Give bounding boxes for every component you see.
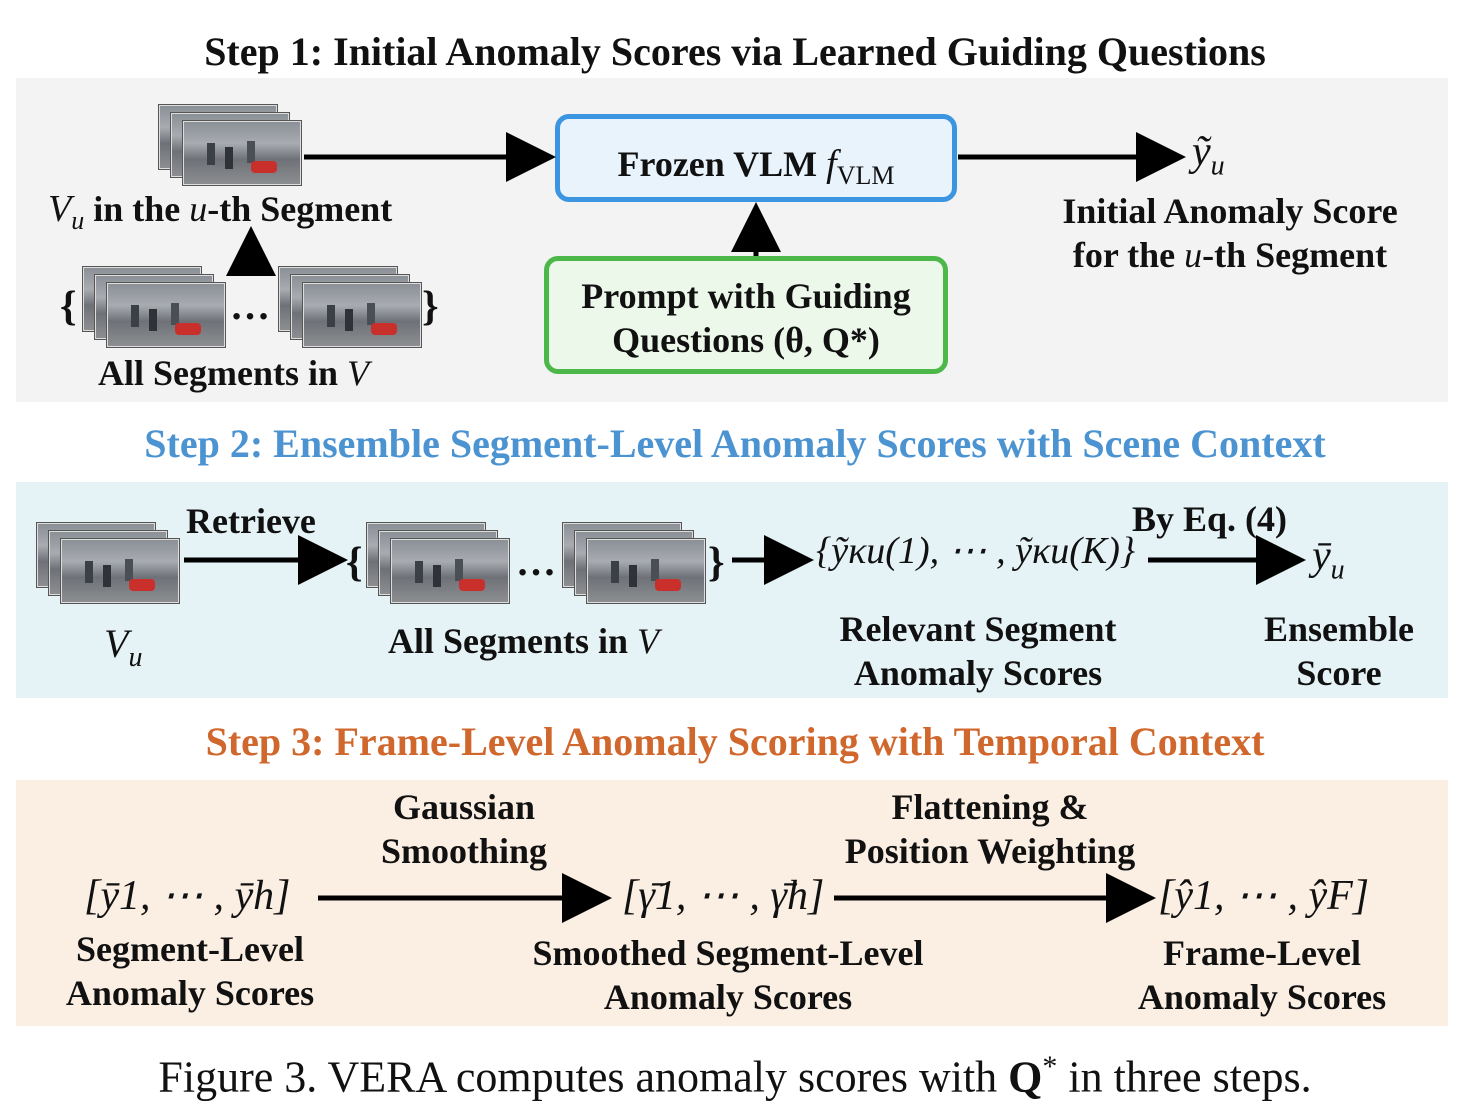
segment-scores-expression: [ȳ1, ⋯ , ȳh] [84,873,291,919]
step2-all-segments-label: All Segments in V [388,620,659,664]
prompt-box: Prompt with Guiding Questions (θ, Q*) [544,256,948,374]
output-line2-u: u [1184,234,1203,275]
step3-title: Step 3: Frame-Level Anomaly Scoring with… [205,719,1265,764]
smoothed-scores-expression: [γ̄1, ⋯ , γ̄h] [622,873,825,919]
step1-brace-open: { [60,284,77,330]
step1-ellipsis: … [230,283,270,328]
output-line1: Initial Anomaly Score [1062,191,1398,231]
step2-all-segments-v: V [637,621,660,661]
frame-line1: Frame-Level [1163,933,1361,973]
frozen-vlm-box: Frozen VLM fVLM [555,114,957,202]
seg-line1: Segment-Level [76,929,304,969]
caption-star: * [1042,1050,1058,1083]
gaussian-smoothing-label: Gaussian Smoothing [358,786,570,874]
vlm-label: Frozen VLM [617,144,827,184]
video-frame [586,538,706,604]
video-frame [390,538,510,604]
ytilde-symbol: ỹ [1192,129,1211,175]
seg-line2: Anomaly Scores [65,972,315,1013]
step2-panel [16,482,1448,698]
step1-title: Step 1: Initial Anomaly Scores via Learn… [204,29,1266,74]
ensemble-symbol: ȳu [1312,532,1345,586]
flat-line1: Flattening & [891,787,1089,827]
smoothed-scores-label: Smoothed Segment-Level Anomaly Scores [498,932,958,1020]
relevant-set-expression: {ỹκu(1), ⋯ , ỹκu(K)} [816,530,1136,572]
video-frame [60,538,180,604]
output-line2-a: for the [1072,234,1185,275]
ensemble-line2: Score [1296,652,1382,693]
step2-vu-label: Vu [104,620,142,674]
smooth-line1: Smoothed Segment-Level [532,933,924,973]
caption-prefix: Figure 3. VERA computes anomaly scores w… [158,1052,1009,1102]
figure-caption: Figure 3. VERA computes anomaly scores w… [0,1050,1470,1103]
vlm-sub: VLM [836,161,895,191]
prompt-line1: Prompt with Guiding [581,276,911,316]
step1-output-label: Initial Anomaly Score for the u-th Segme… [1030,190,1430,278]
step2-ellipsis: … [516,539,556,584]
vu-sub: u [71,206,85,236]
vu-symbol: V [48,188,72,230]
ybar-symbol: ȳ [1312,533,1331,579]
all-segments-text: All Segments in [98,353,348,393]
segment-scores-label: Segment-Level Anomaly Scores [40,928,340,1016]
step1-output-symbol: ỹu [1192,128,1225,182]
video-frame [106,282,226,348]
vu-end: -th Segment [207,189,393,229]
ensemble-score-label: Ensemble Score [1246,608,1432,696]
step1-vu-label: Vu in the u-th Segment [48,186,392,237]
step2-title: Step 2: Ensemble Segment-Level Anomaly S… [144,421,1326,466]
relevant-line1: Relevant Segment [839,609,1117,649]
all-segments-v: V [347,353,370,393]
caption-suffix: in three steps. [1057,1052,1312,1102]
gauss-line1: Gaussian [392,787,536,827]
video-frame [182,120,302,186]
relevant-line2: Anomaly Scores [853,652,1103,693]
relevant-scores-label: Relevant Segment Anomaly Scores [810,608,1146,696]
vu-u: u [189,189,208,229]
gauss-line2: Smoothing [380,830,548,871]
step1-brace-close: } [422,284,439,330]
output-line2-b: -th Segment [1202,234,1388,275]
frame-line2: Anomaly Scores [1137,976,1387,1017]
retrieve-label: Retrieve [186,501,316,541]
flat-line2: Position Weighting [844,830,1136,871]
step3-panel [16,780,1448,1026]
frame-scores-expression: [ŷ1, ⋯ , ŷF] [1158,873,1370,919]
smooth-line2: Anomaly Scores [603,976,853,1017]
vlm-f: f [826,143,837,185]
step1-all-segments-label: All Segments in V [98,352,369,396]
by-eq-label: By Eq. (4) [1132,499,1288,539]
step2-brace-open: { [346,540,363,586]
step2-vu-symbol: V [104,621,129,666]
step2-brace-close: } [708,540,725,586]
prompt-line2: Questions (θ, Q*) [612,319,880,360]
ybar-sub: u [1330,554,1345,586]
step2-vu-sub: u [128,642,143,673]
output-line2: for the u-th Segment [1030,234,1430,278]
video-frame [302,282,422,348]
caption-q: Q [1008,1052,1043,1102]
ensemble-line1: Ensemble [1263,609,1414,649]
flattening-label: Flattening & Position Weighting [818,786,1162,874]
step2-all-segments-text: All Segments in [388,621,638,661]
frame-scores-label: Frame-Level Anomaly Scores [1112,932,1412,1020]
vu-suffix: in the [84,189,190,229]
ytilde-sub: u [1210,150,1225,182]
